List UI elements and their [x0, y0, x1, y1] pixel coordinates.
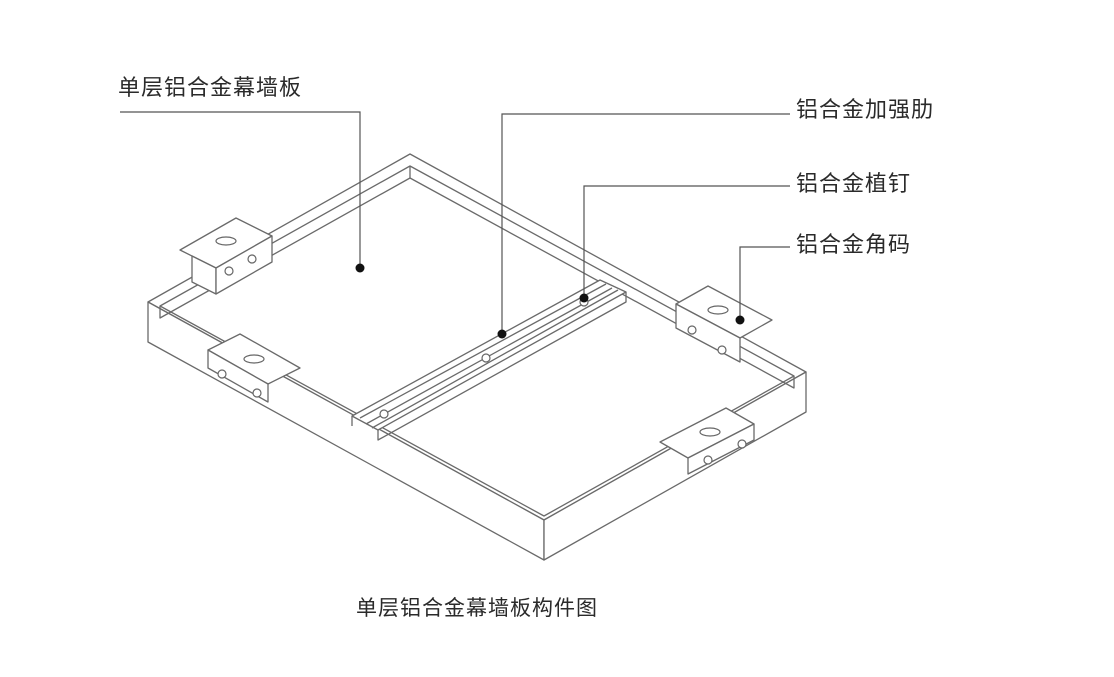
corner-bracket-back-right [675, 285, 773, 363]
leader-bracket [735, 246, 790, 325]
leader-panel [120, 111, 365, 273]
corner-bracket-front-left [207, 333, 301, 403]
label-panel: 单层铝合金幕墙板 [118, 76, 303, 101]
label-corner-bracket: 铝合金角码 [796, 233, 912, 258]
label-stud: 铝合金植钉 [796, 172, 912, 197]
figure-caption: 单层铝合金幕墙板构件图 [356, 596, 598, 620]
reinforcing-rib [351, 279, 627, 441]
leader-rib [497, 113, 790, 339]
leader-stud [579, 185, 790, 303]
corner-bracket-front-right [659, 407, 755, 475]
label-reinforcing-rib: 铝合金加强肋 [796, 98, 935, 123]
corner-bracket-back-left [179, 217, 273, 295]
